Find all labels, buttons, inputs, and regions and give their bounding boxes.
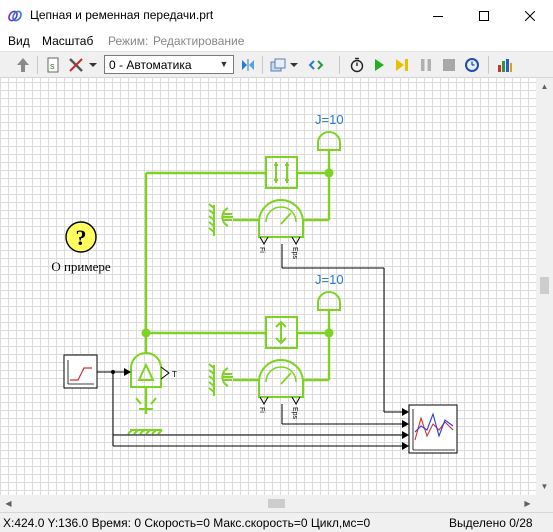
chevron-down-icon <box>89 63 97 67</box>
sensor-bottom-fi: Fi <box>258 407 265 413</box>
help-icon: ? <box>76 225 87 250</box>
chevron-down-icon <box>290 63 298 67</box>
toolbar-separator <box>488 56 489 74</box>
app-icon <box>8 10 22 22</box>
vertical-scrollbar[interactable]: ▲ ▼ <box>536 78 553 495</box>
maximize-button[interactable] <box>461 0 507 31</box>
help-block[interactable]: ? О примере <box>51 221 111 274</box>
speed-sensor-top[interactable]: Fi Eps <box>258 199 304 260</box>
timer-button[interactable] <box>347 55 367 75</box>
scroll-up-icon[interactable]: ▲ <box>540 82 549 91</box>
sensor-top-fi: Fi <box>258 247 265 253</box>
plot-block[interactable] <box>408 404 458 454</box>
mode-value: Редактирование <box>153 34 245 48</box>
stop-button[interactable] <box>439 55 459 75</box>
document-script-icon: s <box>47 57 59 73</box>
toolbar: s 0 - Автоматика ▼ <box>0 51 553 78</box>
status-speed: Скорость=0 <box>144 516 210 530</box>
bar-chart-icon <box>498 59 512 72</box>
windows-button[interactable] <box>268 55 288 75</box>
status-bar: X:424.0 Y:136.0 Время: 0 Скорость=0 Макс… <box>0 512 553 532</box>
script-button[interactable]: s <box>43 55 63 75</box>
pause-button[interactable] <box>416 55 436 75</box>
mirror-icon <box>242 59 254 71</box>
scroll-right-icon[interactable]: ▶ <box>524 499 531 508</box>
sensor-bottom-eps: Eps <box>291 407 298 420</box>
mode-label: Режим: <box>108 34 149 48</box>
status-selected: Выделено 0/28 <box>449 516 533 530</box>
inertia-top[interactable]: J=10 <box>315 112 344 151</box>
pause-icon <box>421 59 431 71</box>
clock-button[interactable] <box>462 55 482 75</box>
toolbar-separator <box>262 56 263 74</box>
scroll-down-icon[interactable]: ▼ <box>540 482 549 491</box>
status-time: Время: 0 <box>91 516 142 530</box>
step-button[interactable] <box>392 55 412 75</box>
speed-sensor-bottom[interactable]: Fi Eps <box>258 359 304 420</box>
chain-transmission-block[interactable] <box>265 156 298 189</box>
close-icon <box>525 10 535 21</box>
horizontal-scrollbar[interactable]: ◀ ▶ <box>0 495 536 512</box>
tools-button[interactable] <box>66 55 86 75</box>
diagram: J=10 J=10 Fi Eps <box>51 112 458 454</box>
stopwatch-icon <box>350 57 364 73</box>
link-arrows-icon <box>308 60 324 70</box>
charts-button[interactable] <box>495 55 515 75</box>
minimize-icon <box>433 15 443 17</box>
play-icon <box>375 59 384 71</box>
inertia-bottom-label: J=10 <box>315 272 344 287</box>
fixed-support-top[interactable] <box>208 203 233 236</box>
stop-icon <box>443 59 455 71</box>
sensor-top-eps: Eps <box>291 247 298 260</box>
tools-dropdown[interactable] <box>88 55 98 75</box>
connect-button[interactable] <box>306 55 326 75</box>
scroll-corner <box>536 495 553 512</box>
run-button[interactable] <box>369 55 389 75</box>
status-info: X:424.0 Y:136.0 Время: 0 Скорость=0 Макс… <box>3 516 370 530</box>
step-forward-icon <box>396 59 408 71</box>
menu-view[interactable]: Вид <box>8 34 30 48</box>
window-title: Цепная и ременная передачи.prt <box>30 8 214 22</box>
windows-dropdown[interactable] <box>289 55 299 75</box>
toolbar-separator <box>37 56 38 74</box>
arrow-up-icon <box>17 58 29 72</box>
inertia-top-label: J=10 <box>315 112 344 127</box>
svg-text:s: s <box>50 61 55 71</box>
title-bar: Цепная и ременная передачи.prt <box>0 0 553 31</box>
inertia-bottom[interactable]: J=10 <box>315 272 344 311</box>
up-button[interactable] <box>13 55 33 75</box>
help-label: О примере <box>51 259 111 274</box>
status-max-speed: Макс.скорость=0 <box>213 516 308 530</box>
mode-combobox-value: 0 - Автоматика <box>109 58 192 72</box>
status-y: Y:136.0 <box>47 516 89 530</box>
vertical-scroll-thumb[interactable] <box>540 277 549 294</box>
motor-block[interactable]: T <box>127 352 177 435</box>
mirror-button[interactable] <box>238 55 258 75</box>
menu-scale[interactable]: Масштаб <box>42 34 94 48</box>
menu-bar: Вид Масштаб Режим: Редактирование <box>0 31 553 51</box>
mode-combobox[interactable]: 0 - Автоматика ▼ <box>104 55 234 74</box>
close-button[interactable] <box>507 0 553 31</box>
status-cycle: Цикл,мс=0 <box>310 516 371 530</box>
chevron-down-icon[interactable]: ▼ <box>219 59 229 69</box>
tools-icon <box>69 58 83 72</box>
signal-source-block[interactable] <box>63 354 98 389</box>
windows-stack-icon <box>270 58 286 72</box>
belt-transmission-block[interactable] <box>265 316 298 349</box>
maximize-icon <box>479 10 489 21</box>
minimize-button[interactable] <box>415 0 461 31</box>
diagram-canvas[interactable]: J=10 J=10 Fi Eps <box>0 78 536 495</box>
scroll-left-icon[interactable]: ◀ <box>5 499 12 508</box>
status-x: X:424.0 <box>3 516 45 530</box>
motor-out-label: T <box>172 370 177 379</box>
clock-icon <box>465 58 479 72</box>
toolbar-separator <box>339 56 340 74</box>
fixed-support-bottom[interactable] <box>208 363 233 396</box>
horizontal-scroll-thumb[interactable] <box>268 499 285 508</box>
